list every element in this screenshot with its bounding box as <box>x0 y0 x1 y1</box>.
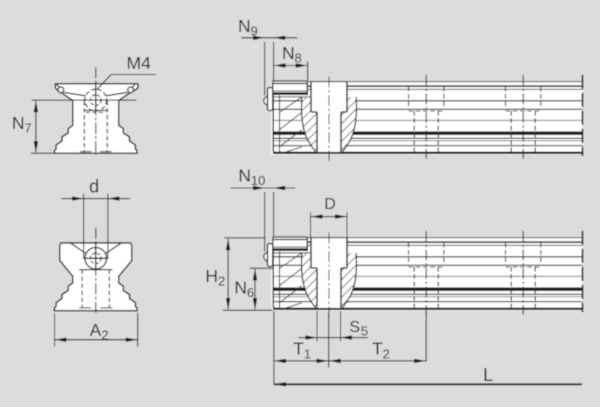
svg-text:9: 9 <box>251 24 258 39</box>
svg-text:1: 1 <box>304 346 311 361</box>
svg-text:T: T <box>293 339 304 359</box>
svg-text:2: 2 <box>101 327 108 342</box>
svg-text:L: L <box>483 364 493 385</box>
svg-text:H: H <box>205 266 218 286</box>
svg-text:N: N <box>12 113 25 133</box>
svg-text:N: N <box>234 278 247 298</box>
svg-text:5: 5 <box>361 324 368 339</box>
svg-text:A: A <box>90 320 102 340</box>
svg-text:N: N <box>238 166 251 186</box>
svg-text:d: d <box>89 176 99 196</box>
svg-text:8: 8 <box>295 51 302 66</box>
svg-text:S: S <box>349 319 360 336</box>
svg-text:N: N <box>282 43 295 63</box>
svg-text:T: T <box>372 339 383 359</box>
svg-text:10: 10 <box>251 173 265 188</box>
svg-text:6: 6 <box>247 285 254 300</box>
svg-text:7: 7 <box>24 121 31 136</box>
svg-text:M4: M4 <box>127 53 152 73</box>
svg-text:N: N <box>238 16 251 36</box>
svg-text:D: D <box>324 196 336 213</box>
svg-text:2: 2 <box>383 346 390 361</box>
svg-text:2: 2 <box>218 274 225 289</box>
